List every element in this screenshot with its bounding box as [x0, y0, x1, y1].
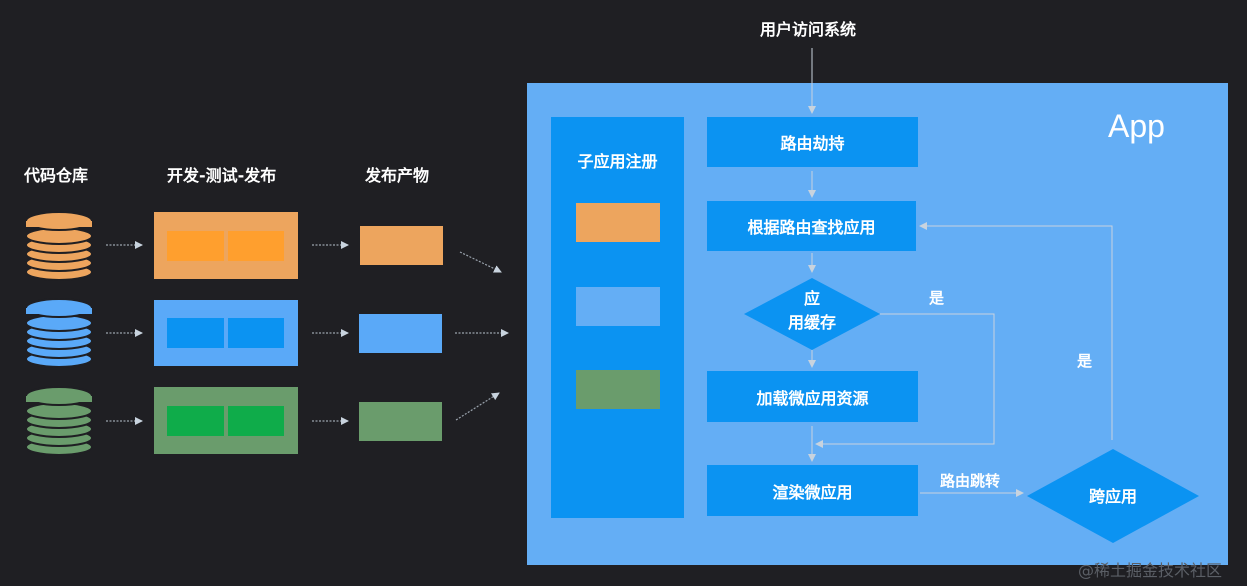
database-icon-orange	[25, 211, 93, 281]
label-yes-cache: 是	[929, 289, 945, 307]
cache-label-line1: 应	[803, 289, 820, 308]
database-icon-blue	[25, 298, 93, 368]
artifact-blue	[359, 314, 442, 353]
sub-app-registration-title: 子应用注册	[577, 152, 658, 171]
decision-app-cache-label: 应 用缓存	[770, 287, 854, 335]
step-find-app-by-route: 根据路由查找应用	[707, 201, 916, 251]
pipeline-inner-orange-2	[228, 231, 284, 261]
decision-app-cache	[744, 278, 880, 350]
step-route-hijack: 路由劫持	[707, 117, 918, 167]
step-load-micro-app-resources: 加载微应用资源	[707, 371, 918, 422]
registered-app-blue	[576, 287, 660, 326]
heading-release-artifacts: 发布产物	[365, 166, 430, 185]
decision-cross-app-label: 跨应用	[1088, 487, 1137, 506]
watermark: @稀土掘金技术社区	[1078, 561, 1223, 580]
heading-code-repo: 代码仓库	[24, 166, 89, 185]
arrow-right-icon	[106, 241, 509, 425]
pipeline-inner-blue-1	[167, 318, 224, 348]
app-label: App	[1108, 108, 1165, 144]
pipeline-inner-green-2	[228, 406, 284, 436]
registered-app-orange	[576, 203, 660, 242]
user-access-label: 用户访问系统	[760, 20, 857, 39]
heading-dev-test-release: 开发-测试-发布	[167, 166, 277, 185]
pipeline-inner-green-1	[167, 406, 224, 436]
step-render-micro-app: 渲染微应用	[707, 465, 918, 516]
pipeline-inner-blue-2	[228, 318, 284, 348]
label-route-jump: 路由跳转	[940, 472, 1001, 490]
decision-cross-app	[1027, 449, 1199, 543]
artifact-green	[359, 402, 442, 441]
pipeline-inner-orange-1	[167, 231, 224, 261]
artifact-orange	[360, 226, 443, 265]
label-yes-cross-app: 是	[1077, 352, 1093, 370]
registered-app-green	[576, 370, 660, 409]
database-icon-green	[25, 386, 93, 456]
cache-label-line2: 用缓存	[787, 313, 836, 332]
